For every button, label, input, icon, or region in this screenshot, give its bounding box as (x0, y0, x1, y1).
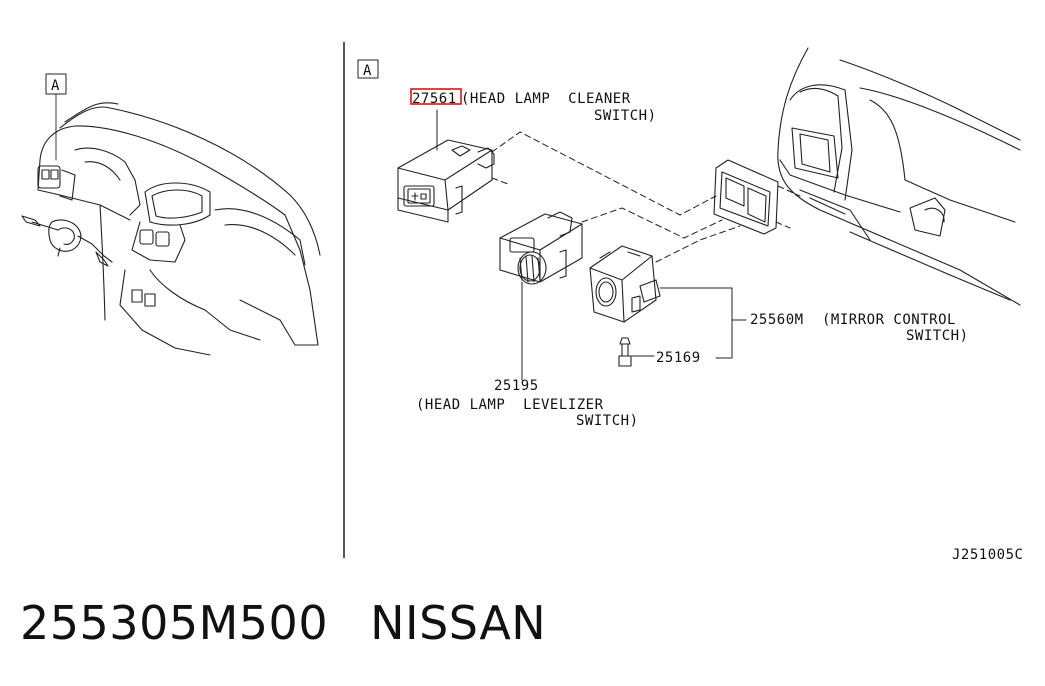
view-marker-label-left: A (51, 78, 60, 94)
head-lamp-levelizer-name-line1: (HEAD LAMP LEVELIZER (416, 397, 604, 413)
mirror-control-switch-drawing (589, 245, 661, 323)
head-lamp-cleaner-name-line1: (HEAD LAMP CLEANER (461, 91, 631, 107)
part-number-highlight-box (410, 88, 462, 105)
diagram-code: J251005C (952, 547, 1023, 563)
head-lamp-levelizer-switch-drawing (499, 211, 583, 285)
switch-bezel-drawing (713, 159, 779, 235)
dashed-connectors (491, 131, 801, 263)
switch-detail-illustration (357, 47, 1021, 381)
mirror-control-part-number[interactable]: 25560M (750, 312, 804, 328)
head-lamp-cleaner-switch-drawing (397, 139, 495, 223)
view-marker-box-right (357, 59, 379, 79)
dashboard-section-drawing (777, 47, 1021, 306)
caption-part-number: 255305M500 (20, 596, 329, 650)
screw-part-number[interactable]: 25169 (656, 350, 701, 366)
head-lamp-cleaner-part-number[interactable]: 27561 (412, 91, 457, 107)
head-lamp-cleaner-name-line2: SWITCH) (594, 108, 657, 124)
dashboard-overview-illustration (21, 73, 321, 356)
head-lamp-levelizer-part-number[interactable]: 25195 (494, 378, 539, 394)
caption-brand: NISSAN (370, 596, 547, 650)
view-marker-label-right: A (363, 63, 372, 79)
mirror-control-name-line1: (MIRROR CONTROL (822, 312, 956, 328)
mirror-control-name-line2: SWITCH) (906, 328, 969, 344)
head-lamp-levelizer-name-line2: SWITCH) (576, 413, 639, 429)
caption: 255305M500 NISSAN (20, 596, 546, 650)
leader-lines (436, 109, 747, 381)
screw-drawing (618, 337, 632, 367)
